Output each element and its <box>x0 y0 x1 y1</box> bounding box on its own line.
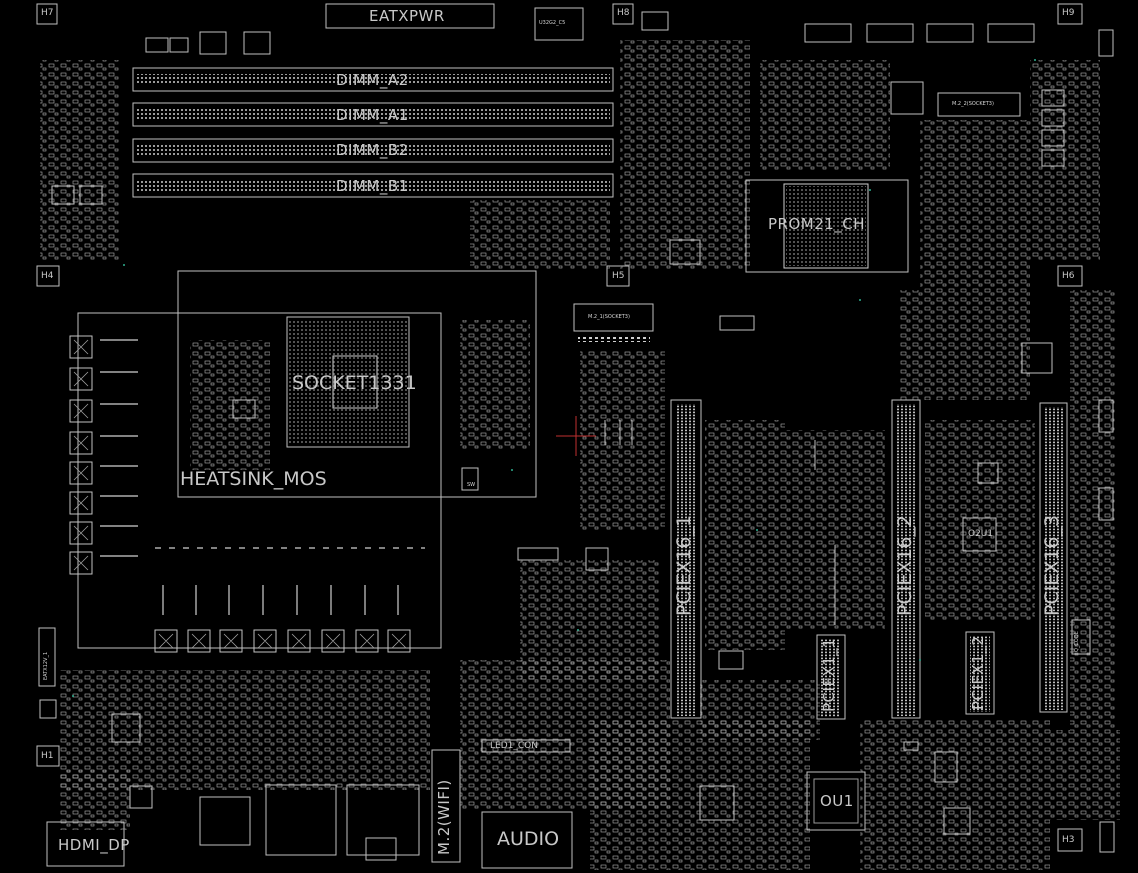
pciex1-1-slot <box>816 634 846 720</box>
usb32g2-label: U32G2_C5 <box>539 20 566 26</box>
dimm-b2-label: DIMM_B2 <box>336 141 409 159</box>
socket-label: SOCKET1331 <box>292 372 417 394</box>
eatxpwr-label: EATXPWR <box>369 7 445 25</box>
ou1-label: OU1 <box>820 792 854 810</box>
pciex16-3-label: PCIEX16_3 <box>1041 514 1063 616</box>
q-code-label: Q_CODE <box>1074 631 1080 652</box>
cpu-bga-outline <box>286 316 410 448</box>
h7-label: H7 <box>41 8 54 18</box>
m2-1-socket <box>573 303 654 332</box>
m2-1-label: M.2_1(SOCKET3) <box>588 314 630 320</box>
heatsink-mos-outline <box>77 312 442 649</box>
pciex16-2-label: PCIEX16_2 <box>894 514 916 616</box>
h9-label: H9 <box>1062 8 1075 18</box>
o2u1-label: O2U1 <box>968 529 994 539</box>
eatxpwr-connector <box>325 3 495 29</box>
pciex1-1-label: PCIEX1_1 <box>820 637 838 712</box>
h4-label: H4 <box>41 271 54 281</box>
h1-label: H1 <box>41 751 54 761</box>
hdmi-dp-label: HDMI_DP <box>58 836 130 854</box>
pciex16-3-slot <box>1039 402 1068 713</box>
led1-con-label: LED1_CON <box>490 741 538 751</box>
pciex1-2-label: PCIEX1_2 <box>969 635 987 710</box>
dimm-a1-label: DIMM_A1 <box>336 106 409 124</box>
h6-label: H6 <box>1062 271 1075 281</box>
h8-label: H8 <box>617 8 630 18</box>
dimm-slot-b1 <box>132 173 614 198</box>
m2-wifi-label: M.2(WIFI) <box>435 779 453 855</box>
dimm-slot-a2 <box>132 67 614 92</box>
dimm-a2-label: DIMM_A2 <box>336 71 409 89</box>
pciex16-1-slot <box>670 399 702 719</box>
m2-2-label: M.2_2(SOCKET3) <box>952 101 994 107</box>
h5-label: H5 <box>612 271 625 281</box>
m2-2-socket <box>937 92 1021 117</box>
dimm-b1-label: DIMM_B1 <box>336 177 409 195</box>
prom21-label: PROM21_CH <box>768 215 866 233</box>
socket-outline <box>177 270 537 498</box>
pciex16-1-label: PCIEX16_1 <box>673 514 695 616</box>
h3-label: H3 <box>1062 835 1075 845</box>
dimm-slot-a1 <box>132 102 614 127</box>
audio-label: AUDIO <box>497 828 560 850</box>
heatsink-mos-label: HEATSINK_MOS <box>180 468 327 490</box>
eatx12v-label: EATX12V_1 <box>43 651 49 680</box>
pciex1-2-slot <box>965 631 995 715</box>
audio-block <box>481 811 573 869</box>
sw-label: SW <box>467 482 476 488</box>
dimm-slot-b2 <box>132 138 614 163</box>
